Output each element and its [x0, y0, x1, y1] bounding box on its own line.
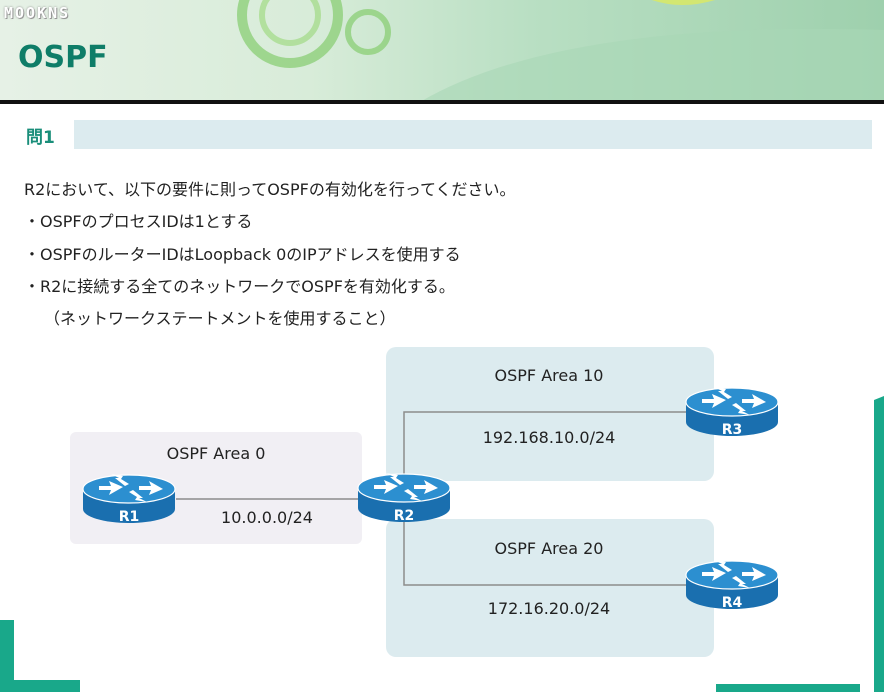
- corner-decoration: [716, 684, 860, 692]
- network-label: 10.0.0.0/24: [221, 508, 313, 527]
- router-r2: R2: [357, 472, 451, 524]
- network-label: 192.168.10.0/24: [483, 428, 616, 447]
- area-label: OSPF Area 10: [495, 366, 604, 385]
- router-r3: R3: [685, 386, 779, 438]
- header-banner: MOOKNS OSPF: [0, 0, 884, 102]
- router-label: R2: [394, 508, 415, 524]
- area-20-region: [386, 519, 714, 657]
- link-r2-r4: [403, 515, 690, 586]
- router-label: R3: [722, 422, 743, 438]
- router-r1: R1: [82, 473, 176, 525]
- page-title: OSPF: [18, 40, 108, 75]
- question-heading-bar: [74, 120, 872, 149]
- banner-decoration: [237, 0, 884, 102]
- corner-decoration: [0, 620, 14, 692]
- corner-decoration: [14, 680, 80, 692]
- link-r2-r3: [403, 411, 690, 480]
- requirement-note: （ネットワークステートメントを使用すること）: [44, 309, 396, 328]
- area-label: OSPF Area 20: [495, 539, 604, 558]
- header-divider: [0, 100, 884, 104]
- network-label: 172.16.20.0/24: [488, 599, 610, 618]
- question-label: 問1: [26, 128, 55, 148]
- requirement-item: ・OSPFのプロセスIDは1とする: [24, 212, 253, 231]
- corner-decoration: [874, 396, 884, 692]
- question-intro: R2において、以下の要件に則ってOSPFの有効化を行ってください。: [24, 180, 516, 199]
- router-r4: R4: [685, 559, 779, 611]
- brand-logo-text: MOOKNS: [4, 4, 71, 22]
- router-label: R4: [722, 595, 743, 611]
- requirement-item: ・OSPFのルーターIDはLoopback 0のIPアドレスを使用する: [24, 245, 461, 264]
- requirement-item: ・R2に接続する全てのネットワークでOSPFを有効化する。: [24, 277, 455, 296]
- router-label: R1: [119, 509, 140, 525]
- area-10-region: [386, 347, 714, 481]
- area-label: OSPF Area 0: [167, 444, 266, 463]
